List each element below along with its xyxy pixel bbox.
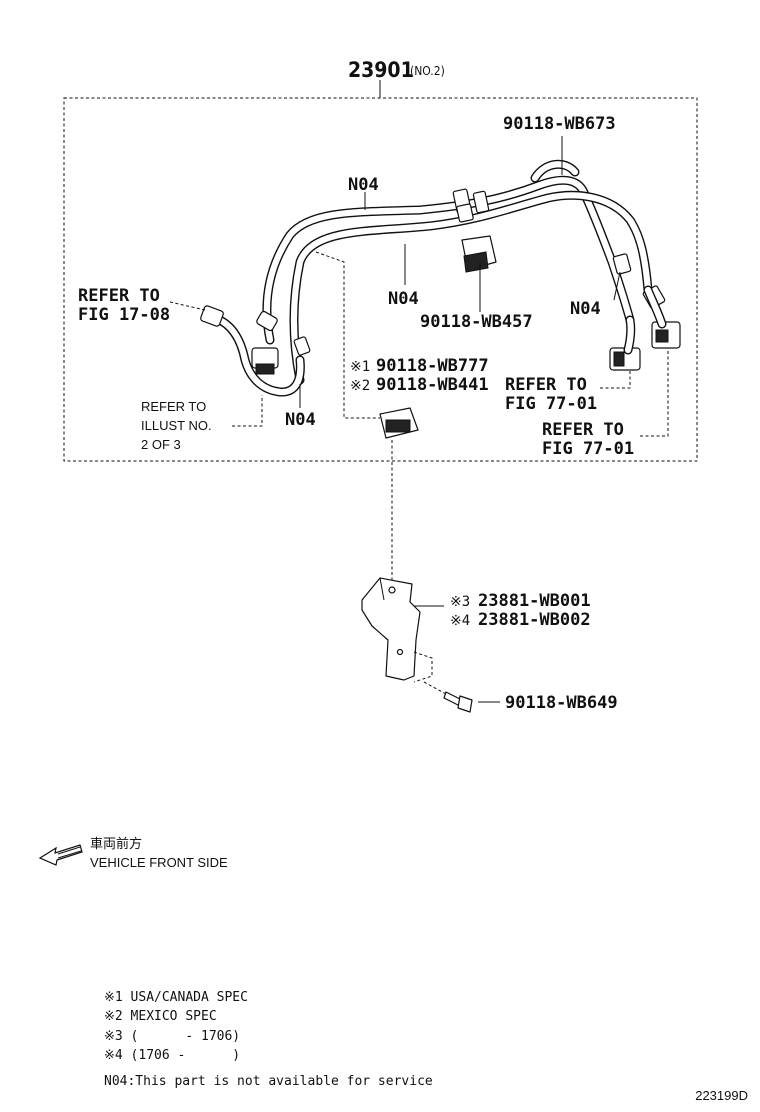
ref-fig-17-08-line1: REFER TO — [78, 286, 160, 306]
ref-fig-77-01-b-line2: FIG 77-01 — [542, 439, 634, 459]
figure-id: 223199D — [695, 1088, 748, 1103]
callout-clamp-usa: 90118-WB777 — [376, 356, 489, 376]
note-3: ※3 ( - 1706) — [104, 1029, 240, 1044]
bracket-clip-part — [461, 235, 497, 273]
callout-bolt: 90118-WB649 — [505, 693, 618, 713]
callout-n04-top: N04 — [348, 175, 379, 195]
note-1: ※1 USA/CANADA SPEC — [104, 990, 248, 1005]
bracket-a-mark: ※3 — [450, 594, 470, 610]
bracket-b-mark: ※4 — [450, 613, 470, 629]
clamp-usa-mark: ※1 — [350, 359, 370, 375]
callout-clamp-mex: 90118-WB441 — [376, 375, 489, 395]
orientation-japanese: 車両前方 — [90, 836, 142, 851]
note-2: ※2 MEXICO SPEC — [104, 1009, 217, 1024]
callout-bracket-b: 23881-WB002 — [478, 610, 591, 630]
clamp-mex-mark: ※2 — [350, 378, 370, 394]
callout-n04-right: N04 — [570, 299, 601, 319]
assembly-part-no: 23901 — [348, 58, 414, 82]
callout-bracket-clip: 90118-WB457 — [420, 312, 533, 332]
callout-n04-left: N04 — [285, 410, 316, 430]
bolt-part — [423, 681, 473, 713]
callout-n04-mid: N04 — [388, 289, 419, 309]
connector-right-a — [609, 315, 641, 371]
note-4: ※4 (1706 - ) — [104, 1048, 240, 1063]
hose-group — [200, 159, 666, 397]
clamp-part — [379, 407, 419, 439]
lower-bracket-part — [361, 577, 433, 683]
callout-bracket-a: 23881-WB001 — [478, 591, 591, 611]
ref-fig-17-08-line2: FIG 17-08 — [78, 305, 170, 325]
ref-fig-77-01-a-line2: FIG 77-01 — [505, 394, 597, 414]
ref-illust-line2: ILLUST NO. — [141, 418, 212, 433]
ref-illust-line3: 2 OF 3 — [141, 437, 181, 452]
ref-fig-77-01-a-line1: REFER TO — [505, 375, 587, 395]
assembly-suffix: (NO.2) — [410, 64, 445, 78]
note-5: N04:This part is not available for servi… — [104, 1074, 433, 1089]
ref-fig-77-01-b-line1: REFER TO — [542, 420, 624, 440]
callout-hose-clip-top: 90118-WB673 — [503, 114, 616, 134]
vehicle-front-arrow-icon — [38, 844, 83, 866]
connector-left — [251, 347, 279, 375]
connector-right-b — [643, 285, 681, 349]
ref-illust-line1: REFER TO — [141, 399, 206, 414]
orientation-english: VEHICLE FRONT SIDE — [90, 855, 228, 870]
